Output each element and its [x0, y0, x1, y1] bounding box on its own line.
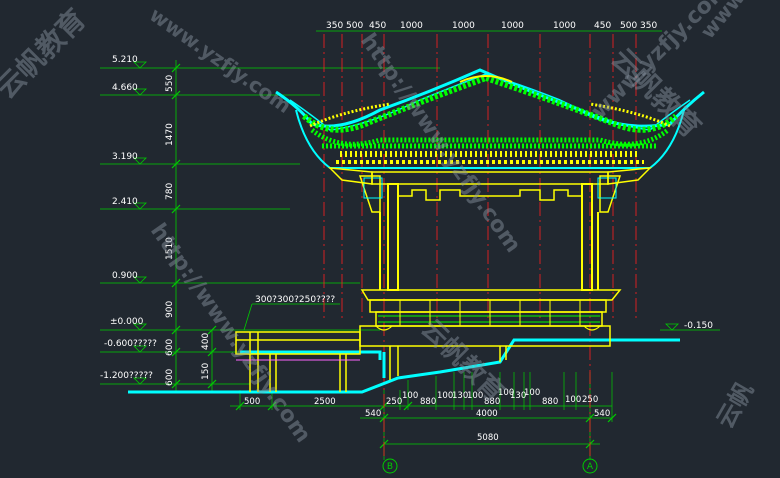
vertical-dim: 1470	[165, 123, 175, 146]
vertical-dim: 600	[165, 339, 175, 356]
top-dim: 1000	[501, 21, 524, 31]
vertical-dim: 600	[165, 369, 175, 386]
total-dim: 5080	[477, 433, 499, 443]
vertical-dim: 780	[165, 183, 175, 200]
axis-label-a: A	[587, 462, 594, 472]
axis-bubbles	[382, 458, 598, 474]
railing	[360, 289, 622, 331]
elevation-label: 4.660	[112, 83, 138, 93]
elevation-label: -0.600?????	[104, 339, 157, 349]
bottom-dim: 4000	[476, 409, 498, 419]
platform	[235, 325, 611, 392]
bottom-dim: 500	[244, 397, 260, 407]
vertical-dim: 1510	[165, 237, 175, 260]
bracket-details	[363, 177, 617, 199]
elevation-label: 0.900	[112, 271, 138, 281]
axis-label-b: B	[387, 462, 393, 472]
bottom-dim: 130	[510, 391, 526, 401]
top-dim: 500	[620, 21, 637, 31]
bottom-dim: 100	[402, 391, 418, 401]
bottom-dim: 540	[594, 409, 610, 419]
bottom-dim: 100	[437, 391, 453, 401]
elevation-label: -1.200?????	[100, 371, 153, 381]
vertical-dim: 150	[201, 363, 211, 380]
ground-line	[128, 338, 680, 394]
top-dim: 450	[594, 21, 611, 31]
bottom-dim: 2500	[314, 397, 336, 407]
watermark-text: 云帆教育	[0, 2, 92, 105]
bottom-dim: 880	[420, 397, 436, 407]
elevation-label: 5.210	[112, 55, 138, 65]
bottom-dimension-labels: 500 2500 250 100 880 100 130 100 880 100…	[244, 388, 610, 443]
top-dim: 500	[346, 21, 363, 31]
elevation-label: ±0.000	[110, 317, 144, 327]
top-dim: 1000	[553, 21, 576, 31]
watermark-text: 云帆	[711, 377, 759, 433]
watermark-text: http://www.yzfjy.com	[145, 219, 315, 447]
bottom-dim: 130	[452, 391, 468, 401]
bottom-dim: 100	[498, 388, 514, 398]
top-dim: 350	[326, 21, 343, 31]
elevation-labels: 5.210 4.660 3.190 2.410 0.900 ±0.000 -0.…	[100, 55, 157, 381]
top-dim: 1000	[400, 21, 423, 31]
bottom-dim: 880	[484, 397, 500, 407]
axis-lines	[323, 34, 637, 460]
elevation-label: 2.410	[112, 197, 138, 207]
top-dim: 350	[640, 21, 657, 31]
bottom-dim: 100	[565, 395, 581, 405]
bottom-dim: 100	[467, 391, 483, 401]
elevation-grid	[100, 30, 720, 460]
elevation-label: 3.190	[112, 152, 138, 162]
watermark-text: www.yzfjy.com	[145, 2, 296, 118]
vertical-dim: 550	[165, 75, 175, 92]
bottom-dim: 880	[542, 397, 558, 407]
bottom-dim: 540	[365, 409, 381, 419]
axis-labels: B A	[387, 462, 594, 472]
step-note: 300?300?250????	[255, 295, 335, 305]
bottom-dim: 250	[386, 397, 402, 407]
vertical-dim: 400	[201, 333, 211, 350]
roof	[275, 68, 705, 185]
bottom-dim: 100	[524, 388, 540, 398]
right-level-label: -0.150	[684, 321, 713, 331]
top-dim: 450	[369, 21, 386, 31]
vertical-dimension-labels: 550 1470 780 1510 900 600 600 400 150	[165, 75, 211, 386]
vertical-dim: 900	[165, 301, 175, 318]
bottom-dim: 250	[582, 395, 598, 405]
top-dimension-labels: 350 500 450 1000 1000 1000 450 500 350 1…	[326, 21, 657, 31]
top-dim: 1000	[452, 21, 475, 31]
